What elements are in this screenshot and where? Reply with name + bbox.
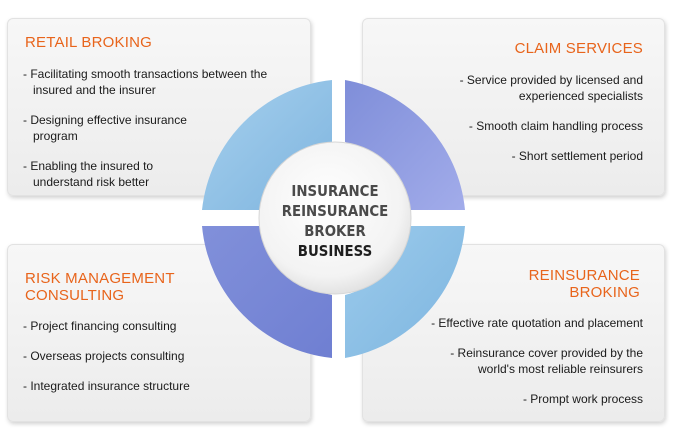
list-item: - Enabling the insured to understand ris… (23, 159, 154, 189)
reinsurance-broking-card: REINSURANCE BROKING - Effective rate quo… (362, 244, 665, 422)
list-item: - Integrated insurance structure (23, 379, 190, 393)
segment-bottom-right (345, 226, 465, 358)
retail-broking-title: RETAIL BROKING (25, 34, 152, 51)
segment-bottom-left (202, 226, 332, 358)
center-label: INSURANCE REINSURANCE BROKER BUSINESS (267, 181, 403, 261)
list-item: - Project financing consulting (23, 319, 177, 333)
retail-broking-card: RETAIL BROKING - Facilitating smooth tra… (7, 18, 311, 196)
list-item: - Reinsurance cover provided by the worl… (450, 346, 643, 376)
retail-broking-list: - Facilitating smooth transactions betwe… (23, 66, 308, 204)
list-item: - Overseas projects consulting (23, 349, 185, 363)
list-item: - Prompt work process (522, 392, 643, 406)
risk-management-list: - Project financing consulting - Oversea… (23, 318, 308, 408)
center-circle (258, 141, 412, 295)
center-line-2: REINSURANCE (281, 202, 389, 220)
list-item: - Designing effective insurance program (23, 113, 187, 143)
claim-services-list: - Service provided by licensed and exper… (373, 72, 643, 178)
center-line-3: BROKER (304, 222, 366, 240)
segment-top-right (345, 80, 465, 210)
center-line-1: INSURANCE (291, 182, 379, 200)
list-item: - Smooth claim handling process (468, 119, 643, 133)
claim-services-title: CLAIM SERVICES (514, 40, 643, 57)
segment-top-left (202, 80, 332, 210)
list-item: - Short settlement period (511, 149, 643, 163)
risk-management-title: RISK MANAGEMENT CONSULTING (25, 270, 175, 304)
reinsurance-broking-list: - Effective rate quotation and placement… (373, 315, 643, 421)
list-item: - Service provided by licensed and exper… (459, 73, 643, 103)
reinsurance-broking-title: REINSURANCE BROKING (528, 267, 640, 301)
list-item: - Effective rate quotation and placement (431, 316, 643, 330)
list-item: - Facilitating smooth transactions betwe… (23, 67, 268, 97)
center-line-4: BUSINESS (297, 242, 373, 260)
